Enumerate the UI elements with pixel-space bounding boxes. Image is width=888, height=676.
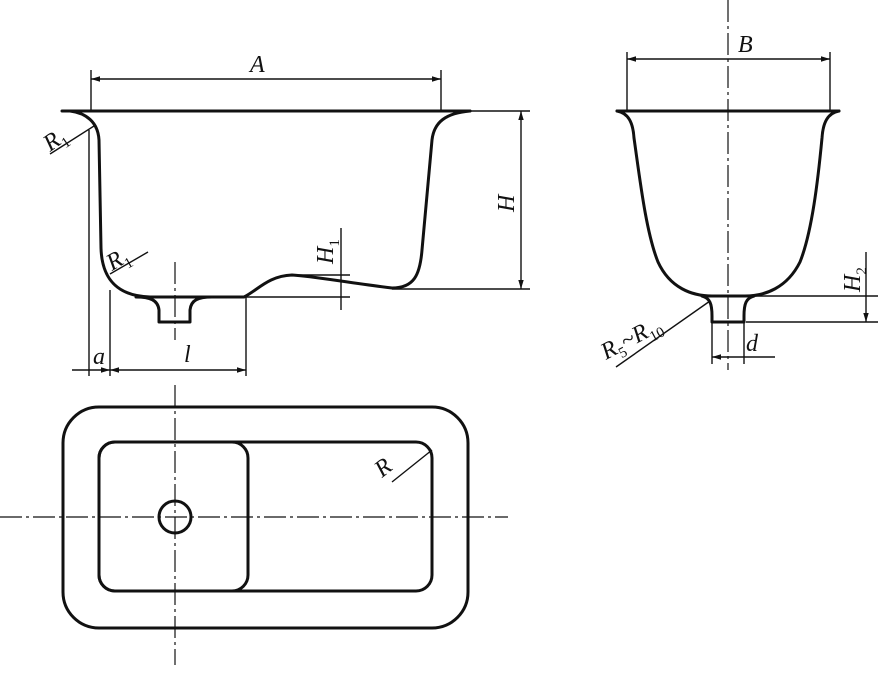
top-view: R: [0, 385, 508, 665]
label-A: A: [248, 52, 265, 78]
label-d: d: [746, 331, 759, 357]
label-H: H: [494, 193, 520, 213]
label-H2: H2: [840, 267, 870, 293]
label-H1: H1: [313, 239, 343, 265]
R-leader: [391, 449, 433, 483]
R1-low-leader: [109, 251, 149, 275]
label-B: B: [738, 32, 753, 58]
label-R5-R10: R5~R10: [596, 312, 668, 369]
label-R: R: [369, 453, 398, 483]
label-R1-top: R1: [38, 123, 74, 161]
side-basin-outline: [615, 109, 841, 298]
front-view: A H H1 R1 R1 a l: [38, 52, 530, 376]
front-drain: [134, 295, 214, 324]
R5-R10-leader: [615, 300, 711, 368]
side-view: B H2 d R5~R10: [596, 0, 878, 370]
label-a: a: [93, 344, 105, 370]
label-l: l: [184, 342, 191, 368]
R1-top-leader: [49, 125, 95, 155]
side-drain: [700, 294, 756, 324]
